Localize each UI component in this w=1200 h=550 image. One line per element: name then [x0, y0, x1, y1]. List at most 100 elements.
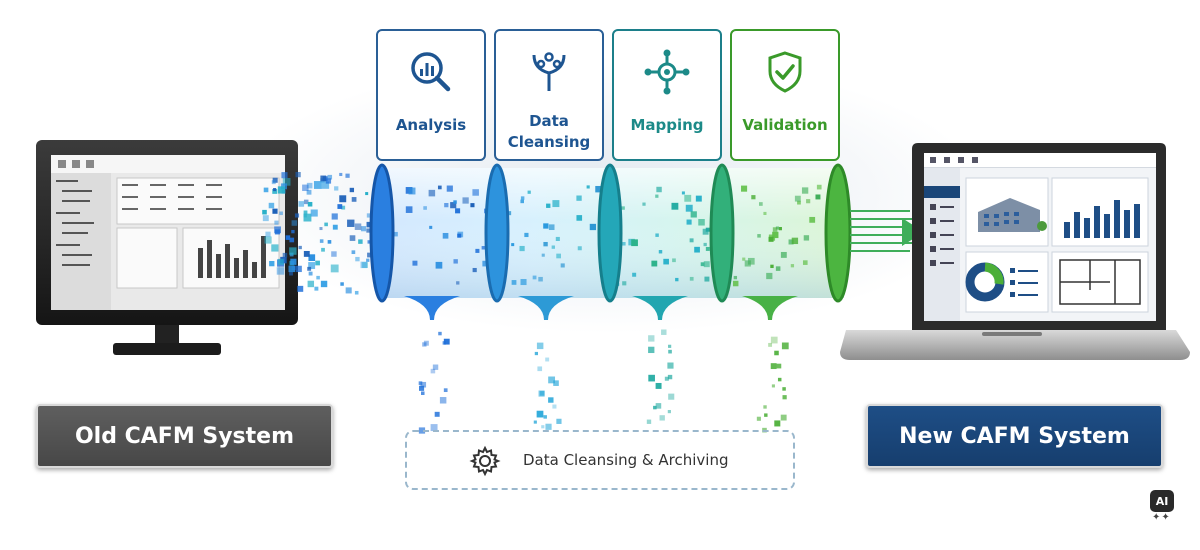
data-particle: [663, 258, 669, 265]
data-particle: [470, 203, 475, 208]
data-particle: [334, 186, 339, 191]
data-particle: [455, 208, 461, 214]
data-particle: [671, 202, 679, 210]
data-particle: [519, 245, 525, 252]
data-particle: [648, 346, 655, 354]
data-particle: [768, 342, 773, 347]
network-node-icon: [644, 49, 690, 95]
data-particle: [780, 251, 787, 258]
data-particle: [551, 245, 555, 249]
data-particle: [548, 224, 555, 231]
data-particle: [520, 196, 525, 200]
data-particle: [482, 260, 489, 267]
data-particle: [668, 344, 672, 348]
data-particle: [442, 232, 449, 239]
data-particle: [794, 195, 801, 202]
data-particle: [446, 185, 453, 192]
shield-check-icon: [768, 51, 802, 93]
data-particle: [541, 253, 545, 257]
data-particle: [768, 236, 774, 242]
data-particle: [277, 186, 286, 194]
data-particle: [763, 405, 767, 409]
data-particle: [423, 206, 427, 210]
data-particle: [306, 182, 313, 189]
data-particle: [742, 257, 746, 261]
archive-box: Data Cleansing & Archiving: [405, 430, 795, 490]
data-particle: [310, 209, 318, 217]
data-particle: [775, 266, 781, 271]
data-particle: [759, 202, 763, 206]
data-particle: [308, 262, 316, 269]
data-particle: [354, 290, 359, 295]
data-particle: [788, 239, 794, 245]
data-particle: [656, 186, 662, 193]
data-particle: [770, 264, 774, 269]
data-particle: [321, 247, 325, 252]
data-particle: [555, 236, 560, 241]
data-particle: [552, 404, 557, 409]
old-system-label: Old CAFM System: [36, 404, 333, 468]
data-particle: [303, 210, 308, 215]
data-particle: [781, 342, 789, 350]
data-particle: [307, 266, 312, 271]
data-particle: [664, 376, 669, 381]
data-particle: [772, 231, 779, 239]
data-particle: [345, 173, 350, 178]
data-particle: [412, 260, 418, 266]
data-particle: [366, 213, 372, 218]
data-particle: [577, 246, 582, 251]
stage-label-analysis: Analysis: [395, 116, 467, 134]
data-particle: [655, 233, 659, 237]
data-particle: [705, 227, 710, 232]
data-particle: [543, 223, 549, 229]
data-particle: [667, 374, 673, 380]
data-particle: [332, 224, 338, 230]
data-particle: [695, 195, 702, 202]
data-particle: [319, 239, 324, 243]
data-particle: [686, 219, 692, 225]
data-particle: [481, 246, 486, 250]
data-particle: [289, 247, 297, 255]
data-particle: [776, 363, 782, 369]
data-particle: [298, 245, 302, 250]
data-particle: [694, 246, 700, 253]
data-particle: [543, 241, 548, 247]
data-particle: [534, 351, 539, 356]
data-particle: [341, 205, 346, 210]
data-particle: [313, 181, 322, 189]
data-particle: [268, 202, 275, 209]
data-particle: [556, 253, 561, 259]
data-particle: [272, 208, 278, 214]
data-particle: [560, 263, 565, 268]
data-particle: [355, 256, 360, 262]
data-particle: [775, 226, 779, 230]
data-particle: [705, 246, 710, 251]
magnifier-chart-icon: [411, 52, 451, 92]
data-particle: [321, 181, 330, 189]
data-particle: [777, 377, 782, 382]
data-particle: [667, 362, 674, 369]
data-particle: [658, 250, 663, 254]
data-particle: [642, 202, 646, 206]
data-particle: [778, 226, 782, 231]
data-particle: [351, 197, 357, 202]
data-particle: [782, 387, 786, 391]
data-particle: [741, 185, 748, 192]
data-particle: [548, 397, 554, 403]
data-particle: [806, 199, 811, 204]
data-particle: [472, 189, 479, 196]
data-particle: [538, 276, 543, 282]
data-particle: [307, 280, 315, 288]
data-particle: [303, 199, 309, 205]
data-particle: [423, 340, 429, 346]
data-particle: [801, 187, 809, 194]
data-particle: [314, 286, 319, 291]
data-particle: [290, 258, 297, 265]
data-particle: [354, 223, 362, 230]
data-particle: [319, 227, 323, 231]
data-particle: [757, 234, 761, 238]
stage-card-analysis: Analysis: [376, 29, 486, 161]
data-particle: [420, 381, 427, 388]
data-particle: [700, 262, 705, 267]
data-particle: [527, 190, 531, 194]
